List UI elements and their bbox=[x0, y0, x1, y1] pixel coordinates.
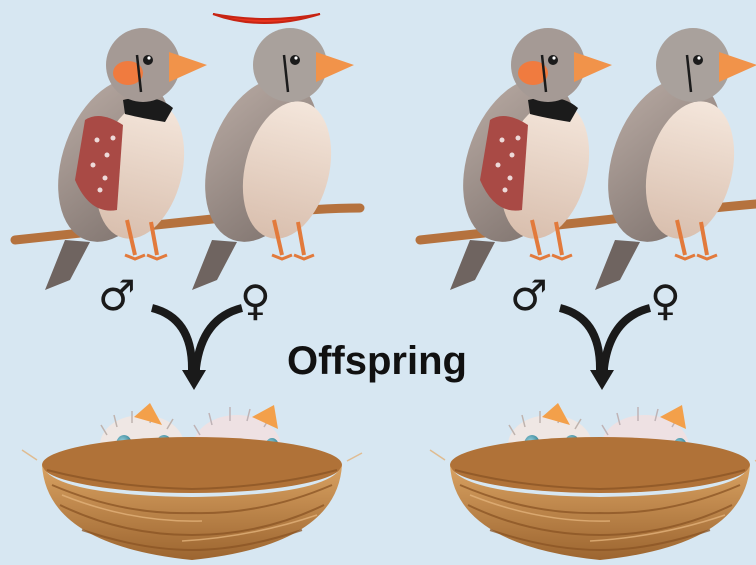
left-male-symbol: ♂ bbox=[98, 275, 136, 317]
right-female-symbol: ♀ bbox=[650, 280, 681, 322]
right-male-symbol: ♂ bbox=[510, 275, 548, 317]
right-group bbox=[420, 28, 756, 560]
offspring-label: Offspring bbox=[287, 341, 467, 381]
right-merge-arrow bbox=[560, 308, 650, 390]
left-male-finch bbox=[37, 28, 207, 290]
left-female-finch bbox=[184, 28, 354, 290]
right-male-finch bbox=[442, 28, 612, 290]
red-headband-marker bbox=[213, 14, 320, 23]
left-merge-arrow bbox=[152, 308, 242, 390]
left-nest-with-chicks bbox=[22, 403, 362, 560]
left-group bbox=[15, 14, 362, 560]
right-nest-with-chicks bbox=[430, 403, 756, 560]
right-female-finch bbox=[587, 28, 756, 290]
left-female-symbol: ♀ bbox=[240, 280, 271, 322]
